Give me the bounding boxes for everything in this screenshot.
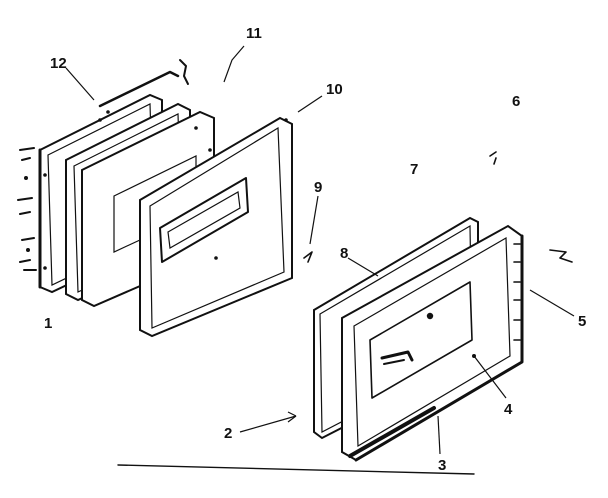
callout-2: 2 xyxy=(224,425,232,442)
callout-10: 10 xyxy=(326,81,343,98)
callout-9: 9 xyxy=(314,179,322,196)
callout-4: 4 xyxy=(504,401,513,418)
callout-5: 5 xyxy=(578,313,586,330)
part-10-window-liner xyxy=(139,116,293,338)
callout-labels: 1 2 3 4 5 6 7 8 9 10 11 12 xyxy=(44,25,586,474)
ground-line xyxy=(117,464,475,475)
callout-6: 6 xyxy=(512,93,520,110)
callout-7: 7 xyxy=(410,161,418,178)
callout-3: 3 xyxy=(438,457,446,474)
hardware-parts xyxy=(303,151,573,263)
callout-12: 12 xyxy=(50,55,67,72)
callout-8: 8 xyxy=(340,245,348,262)
callout-11: 11 xyxy=(246,25,262,42)
callout-1: 1 xyxy=(44,315,52,332)
leader-lines xyxy=(65,45,575,455)
part-7-door-panel xyxy=(341,224,524,462)
